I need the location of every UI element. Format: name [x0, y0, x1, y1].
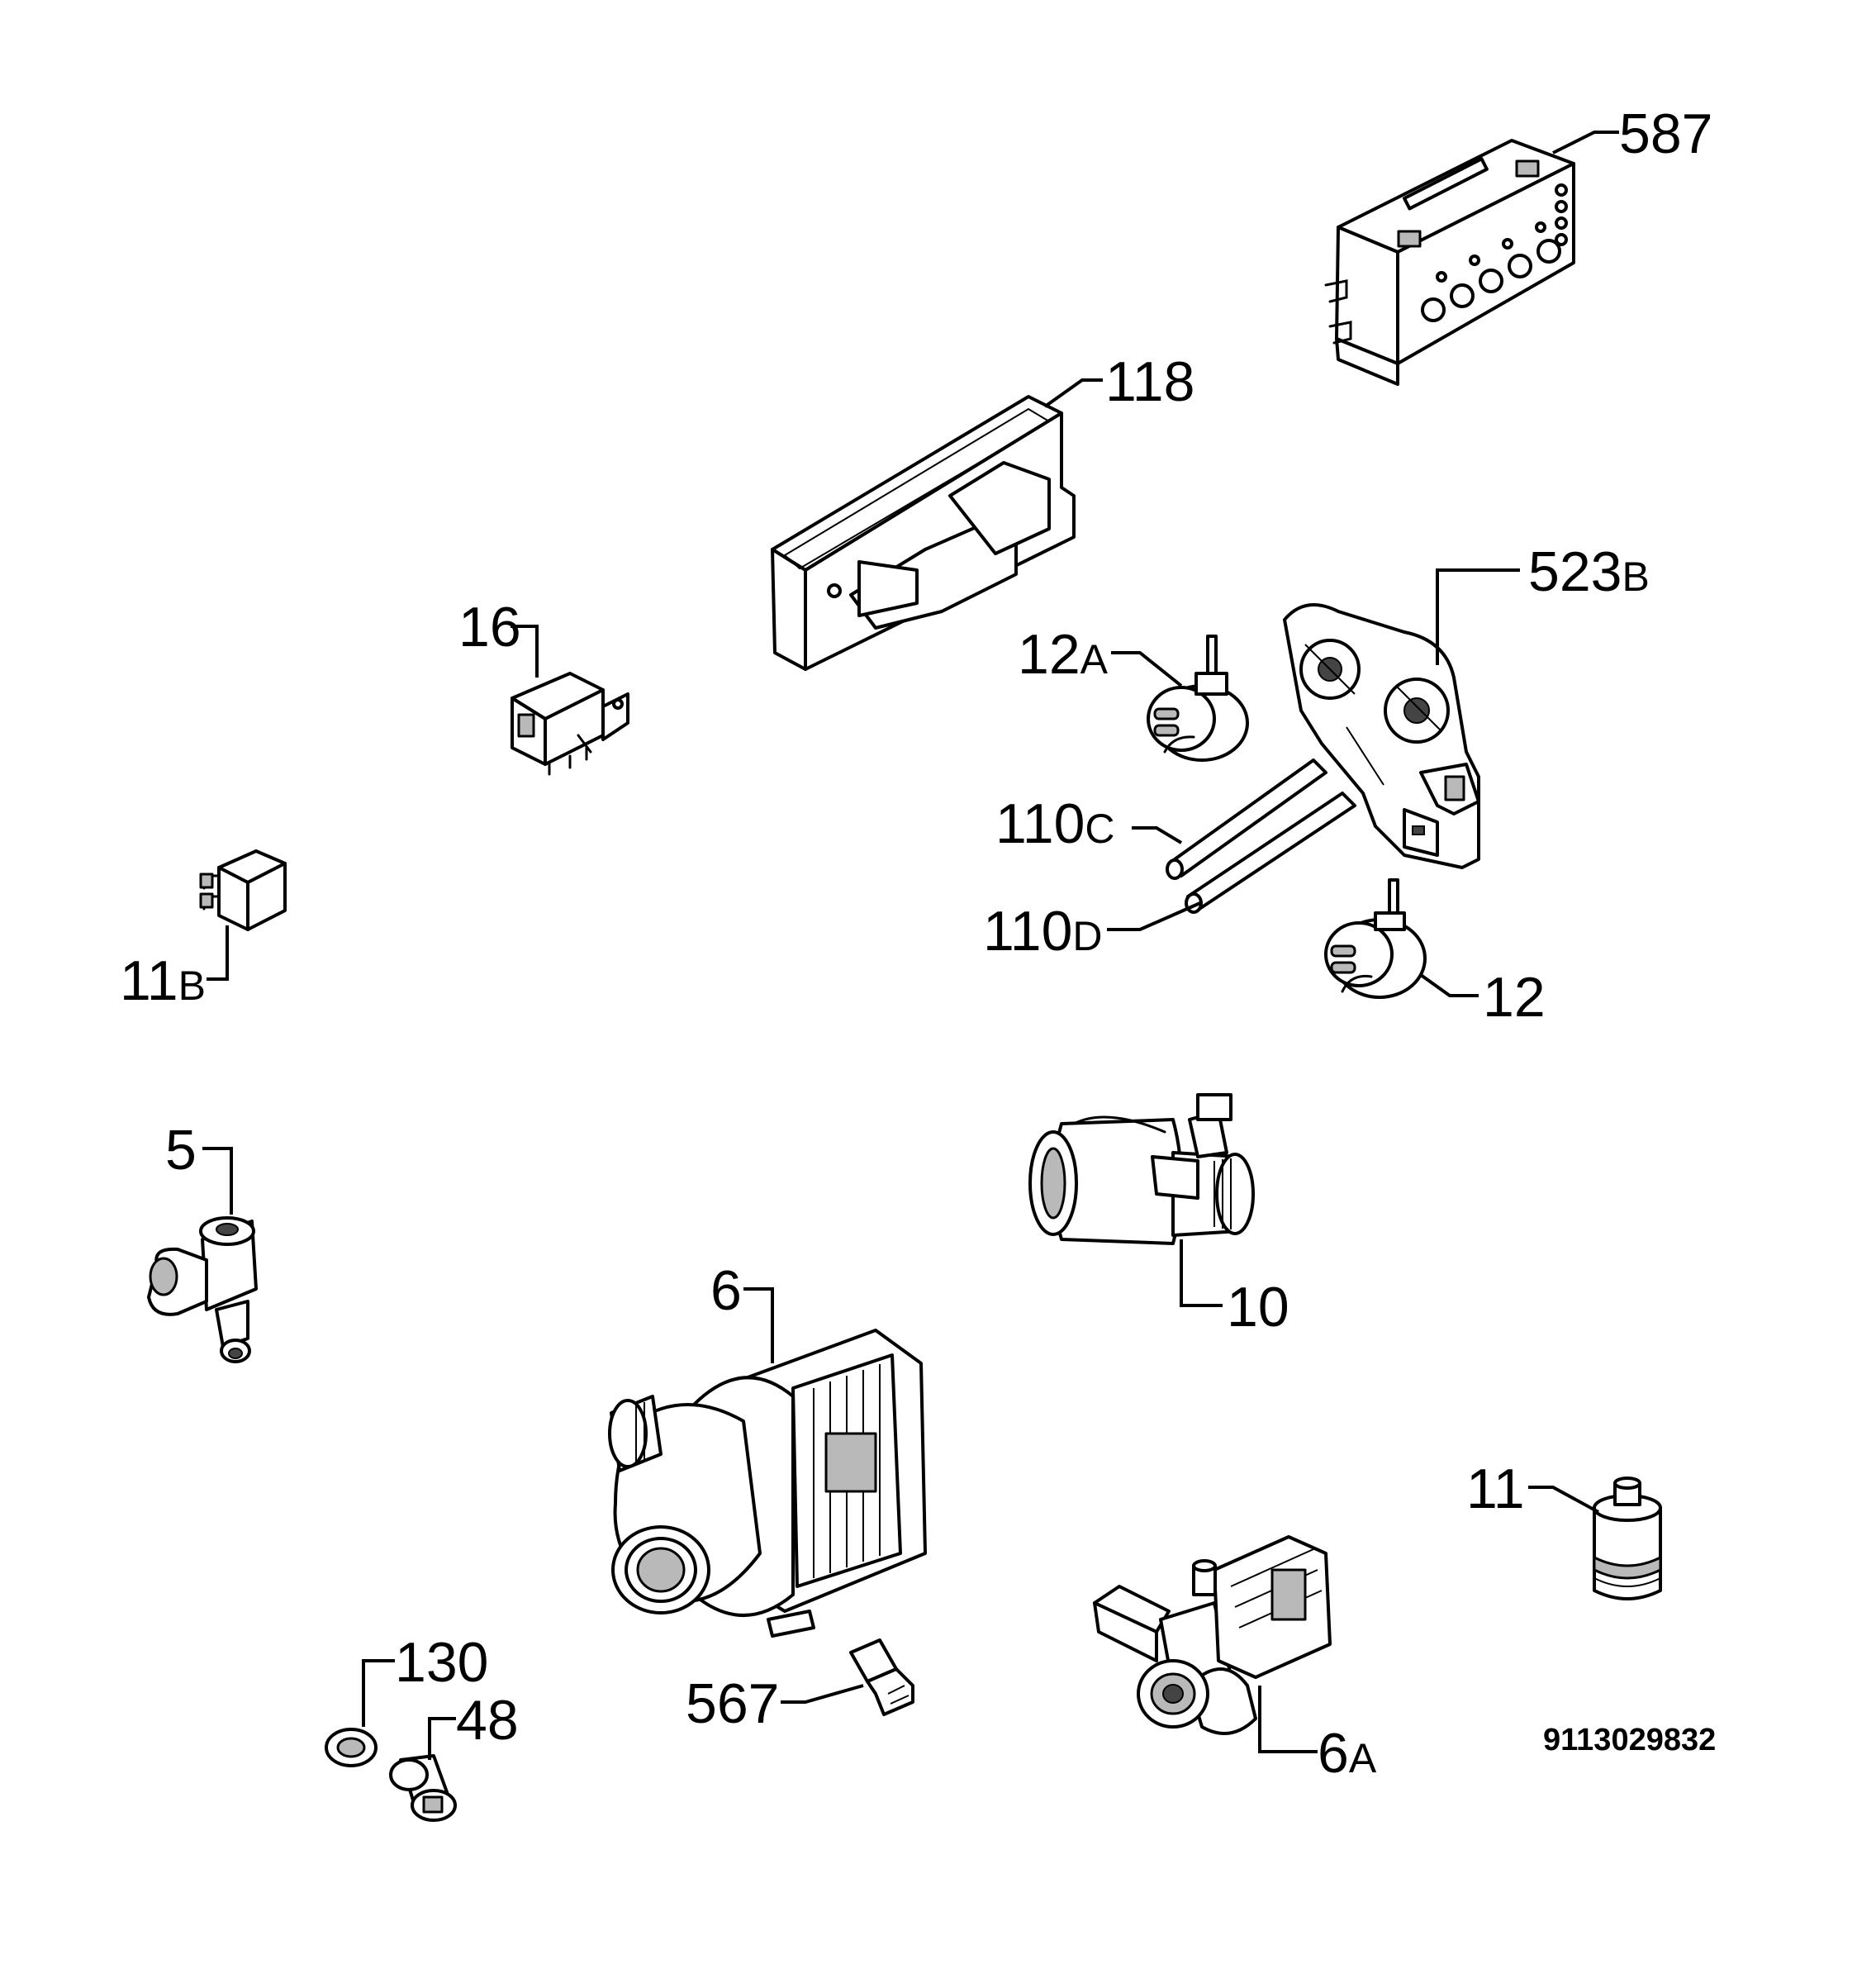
label-12: 12: [1419, 966, 1546, 1029]
part-5-inlet-valve: 5: [147, 1119, 258, 1363]
label-130: 130: [362, 1631, 488, 1727]
label-16: 16: [458, 596, 539, 678]
svg-text:110C: 110C: [995, 792, 1115, 855]
svg-text:523B: 523B: [1528, 540, 1650, 603]
svg-text:12A: 12A: [1018, 623, 1109, 686]
svg-text:110D: 110D: [983, 900, 1103, 963]
svg-text:10: 10: [1227, 1276, 1289, 1339]
part-11-capacitor: 11: [1466, 1458, 1662, 1600]
label-587: 587: [1552, 102, 1712, 165]
part-118-dispenser: 118: [771, 350, 1194, 671]
part-110d-tube: 110D: [983, 792, 1356, 963]
label-567: 567: [686, 1672, 864, 1735]
svg-text:130: 130: [395, 1631, 488, 1694]
svg-text:48: 48: [456, 1689, 519, 1752]
svg-text:6A: 6A: [1318, 1722, 1377, 1785]
label-12a: 12A: [1018, 623, 1183, 687]
label-110c: 110C: [995, 792, 1183, 855]
part-16-switch: 16: [458, 596, 629, 776]
label-5: 5: [165, 1119, 233, 1215]
svg-text:6: 6: [710, 1259, 742, 1322]
label-11b: 11B: [120, 925, 229, 1012]
part-12-pressure-switch: 12: [1324, 878, 1546, 1029]
svg-text:587: 587: [1619, 102, 1712, 165]
label-6a: 6A: [1258, 1686, 1377, 1785]
svg-text:11B: 11B: [120, 949, 206, 1012]
svg-text:11: 11: [1466, 1458, 1525, 1520]
label-523b: 523B: [1436, 540, 1650, 665]
label-6: 6: [710, 1259, 774, 1363]
part-6-circulation-pump: 6: [608, 1259, 927, 1638]
part-523b-bracket: 523B: [1283, 540, 1650, 869]
part-12a-pressure-switch: 12A: [1018, 623, 1249, 762]
label-11: 11: [1466, 1458, 1599, 1520]
part-48-plug: 48: [389, 1689, 519, 1822]
part-587-control-board: 587: [1324, 102, 1712, 386]
part-6a-drain-pump: 6A: [1093, 1535, 1377, 1785]
part-110c-tube: 110C: [995, 758, 1327, 880]
label-118: 118: [1043, 350, 1194, 413]
part-130-seal-ring: 130: [325, 1631, 488, 1767]
part-567-clip: 567: [686, 1638, 914, 1735]
part-11b-relay: 11B: [120, 849, 287, 1012]
part-10-heater: 10: [1028, 1093, 1289, 1339]
svg-text:12: 12: [1483, 966, 1546, 1029]
svg-text:5: 5: [165, 1119, 197, 1182]
svg-text:118: 118: [1105, 350, 1194, 413]
svg-text:16: 16: [458, 596, 521, 659]
svg-text:567: 567: [686, 1672, 779, 1735]
label-48: 48: [428, 1689, 519, 1760]
label-110d: 110D: [983, 900, 1203, 963]
diagram-code: 9113029832: [1543, 1723, 1716, 1757]
label-10: 10: [1180, 1239, 1289, 1339]
